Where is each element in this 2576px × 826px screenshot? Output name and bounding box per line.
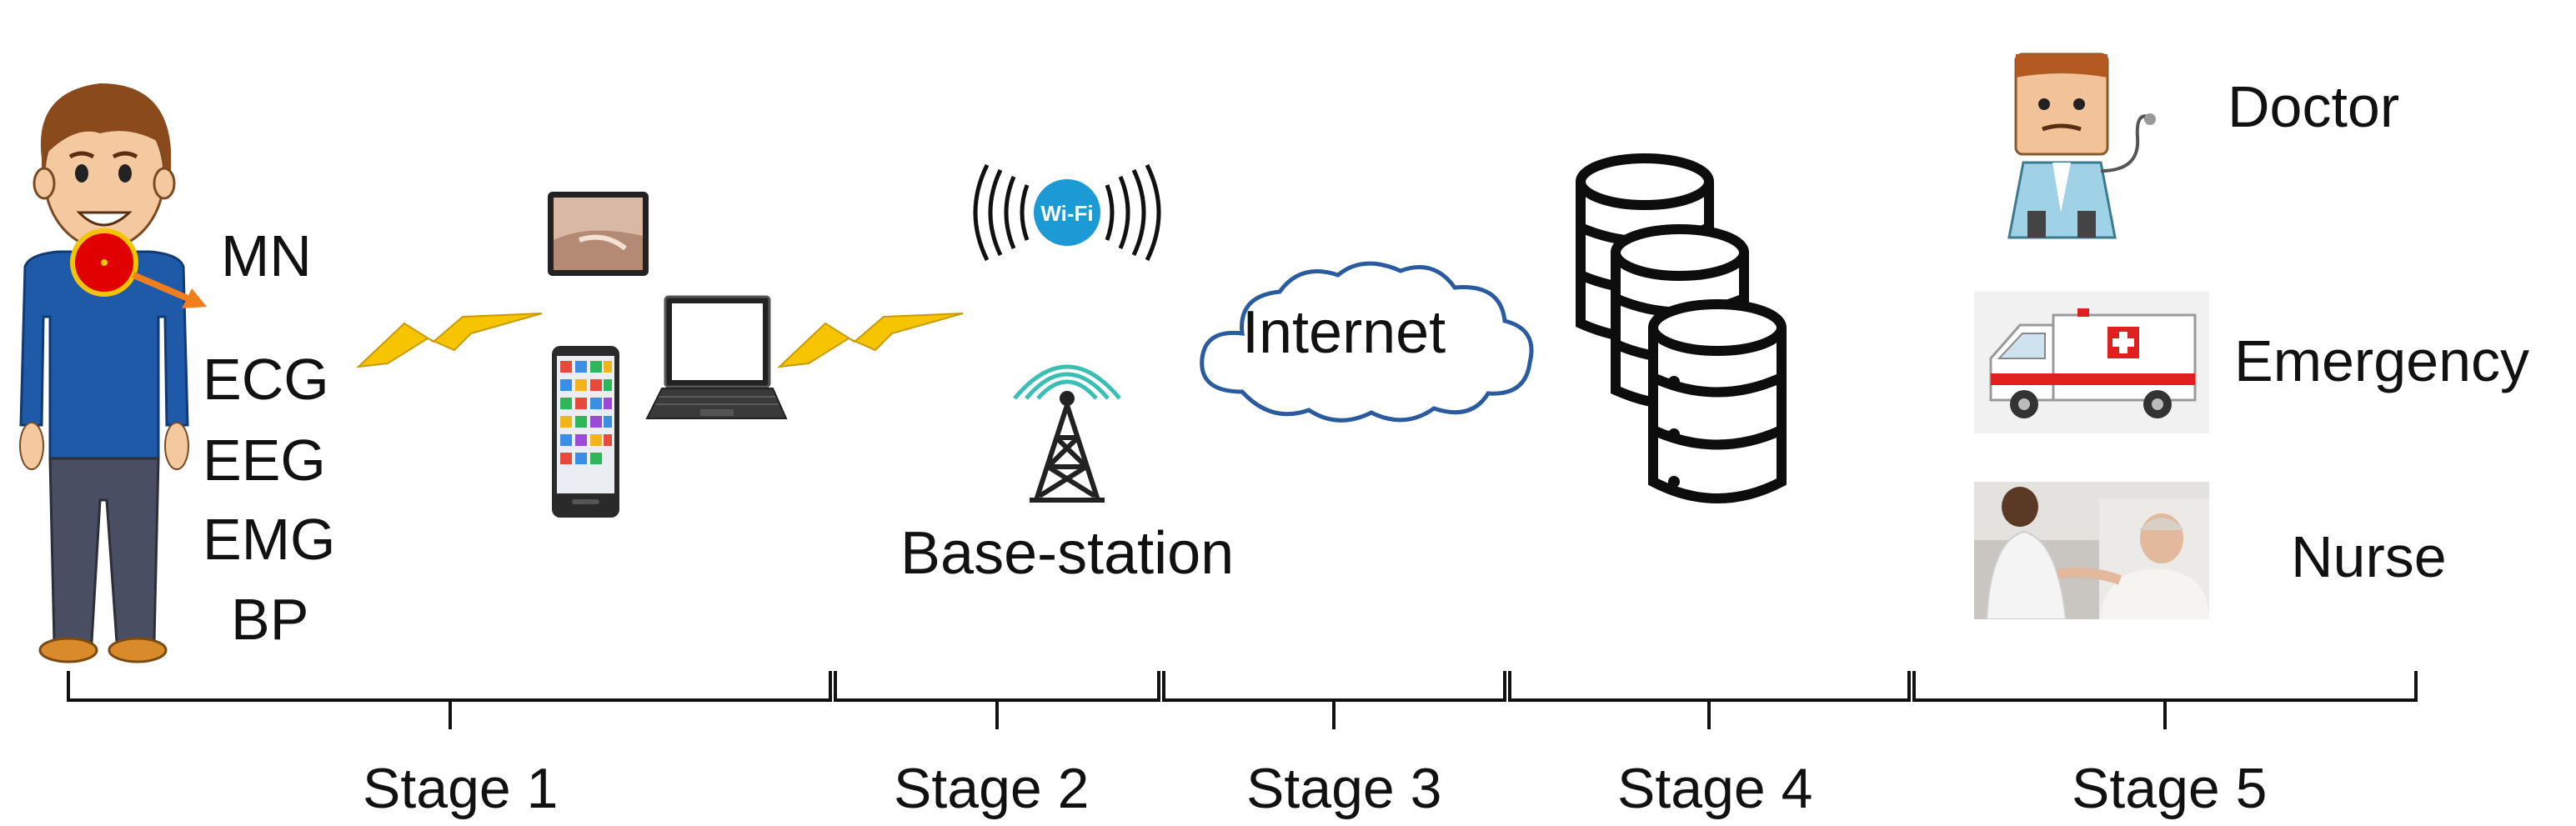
stage-4-label: Stage 4 [1617,757,1813,820]
lightning-icon [777,313,964,368]
doctor-icon [2007,53,2156,239]
nurse-label: Nurse [2291,524,2447,589]
patient-icon [19,83,189,663]
stage-2-label: Stage 2 [894,757,1090,820]
lightning-icon [356,313,543,368]
doctor-label: Doctor [2228,74,2400,139]
laptop-icon [645,295,788,419]
emergency-label: Emergency [2234,328,2530,393]
ambulance-icon [1974,292,2209,433]
stage-3-label: Stage 3 [1246,757,1442,820]
stage-5-label: Stage 5 [2072,757,2268,820]
cell-tower-icon [1013,364,1121,503]
signal-eeg: EEG [203,428,326,493]
wifi-icon: Wi-Fi [973,163,1161,262]
base-station-label: Base-station [900,520,1235,587]
sensor-node-icon [70,228,207,308]
internet-label: Internet [1242,299,1446,366]
signal-bp: BP [231,587,309,652]
cloud-icon [1200,261,1534,423]
wifi-badge: Wi-Fi [1040,201,1093,226]
smartphone-icon [552,346,619,518]
stage-1-label: Stage 1 [363,757,559,820]
stage-brackets [67,671,2418,729]
database-icon [1576,153,1787,503]
signal-ecg: ECG [203,347,329,412]
signal-emg: EMG [203,507,336,572]
nurse-photo-icon [1974,482,2209,619]
tablet-icon [548,192,649,276]
body-node-label: MN [221,223,312,288]
